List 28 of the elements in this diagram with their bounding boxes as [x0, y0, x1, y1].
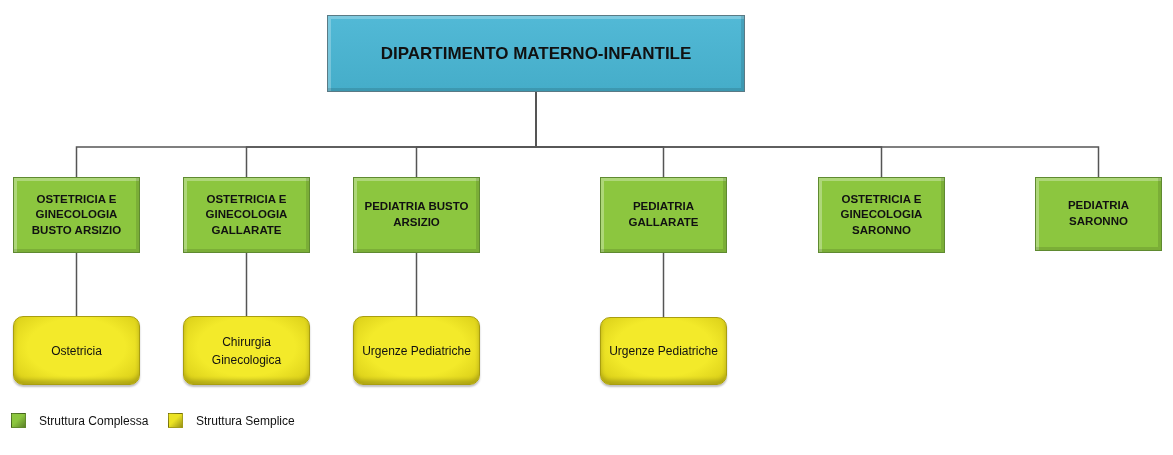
- simple-unit-box: [13, 316, 140, 385]
- node-label: Urgenze Pediatriche: [362, 342, 471, 360]
- simple-unit-box: [353, 316, 480, 385]
- complex-unit-box: [600, 177, 727, 253]
- node-label: OSTETRICIA E GINECOLOGIA BUSTO ARSIZIO: [30, 191, 123, 238]
- node-label: DIPARTIMENTO MATERNO-INFANTILE: [380, 43, 692, 64]
- node-label: OSTETRICIA E GINECOLOGIA GALLARATE: [204, 191, 289, 238]
- complex-unit-box: [1035, 177, 1162, 251]
- complex-unit-box: [353, 177, 480, 253]
- node-label: PEDIATRIA SARONNO: [1066, 198, 1131, 229]
- connector-line: [415, 252, 418, 317]
- legend-label: Struttura Semplice: [196, 413, 295, 428]
- node-label: OSTETRICIA E GINECOLOGIA SARONNO: [839, 191, 924, 238]
- node-label: Ostetricia: [51, 342, 102, 360]
- simple-unit-box: [183, 316, 310, 385]
- node-label: Chirurgia Ginecologica: [210, 333, 283, 369]
- complex-unit-box: [818, 177, 945, 253]
- complex-unit-box: [183, 177, 310, 253]
- node-label: PEDIATRIA GALLARATE: [627, 199, 700, 230]
- connector-line: [75, 252, 78, 317]
- legend-label: Struttura Complessa: [39, 413, 149, 428]
- department-box: [327, 15, 745, 92]
- connector-line: [245, 252, 248, 317]
- connector-line: [662, 252, 665, 318]
- node-label: Urgenze Pediatriche: [609, 343, 718, 360]
- node-label: PEDIATRIA BUSTO ARSIZIO: [363, 199, 470, 230]
- complex-unit-box: [13, 177, 140, 253]
- simple-unit-box: [600, 317, 727, 385]
